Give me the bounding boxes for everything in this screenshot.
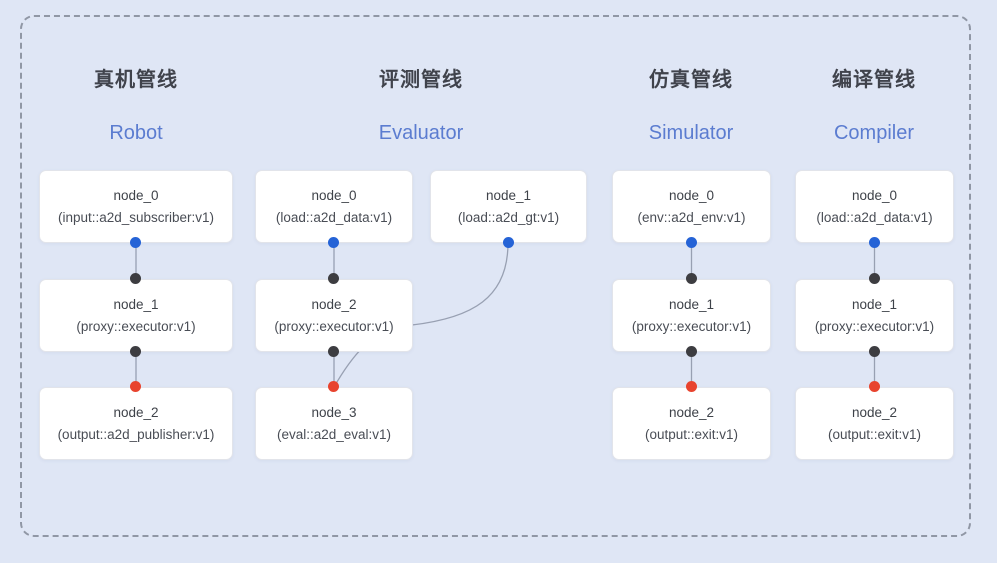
node-card-compiler-node0: node_0 (load::a2d_data:v1) — [795, 170, 954, 243]
pipeline-title-en-simulator: Simulator — [648, 122, 734, 144]
port-dot-sink-icon — [328, 381, 339, 392]
node-type: (proxy::executor:v1) — [631, 319, 752, 334]
port-dot-sink-icon — [686, 381, 697, 392]
node-type: (load::a2d_data:v1) — [816, 210, 933, 225]
port-dot-output-icon — [686, 237, 697, 248]
dashed-border-frame — [20, 15, 971, 537]
port-dot-sink-icon — [130, 381, 141, 392]
pipeline-title-en-evaluator: Evaluator — [378, 122, 464, 144]
port-dot-output-icon — [503, 237, 514, 248]
port-dot-input-icon — [869, 273, 880, 284]
node-type: (proxy::executor:v1) — [814, 319, 935, 334]
node-name: node_0 — [113, 188, 159, 203]
node-card-evaluator-node2: node_2 (proxy::executor:v1) — [255, 279, 413, 352]
node-type: (output::exit:v1) — [644, 427, 739, 442]
port-dot-output-icon — [686, 346, 697, 357]
pipeline-title-zh-robot: 真机管线 — [94, 69, 178, 91]
port-dot-output-icon — [328, 237, 339, 248]
port-dot-output-icon — [869, 237, 880, 248]
node-name: node_2 — [668, 405, 715, 420]
node-name: node_1 — [851, 297, 898, 312]
node-card-simulator-node0: node_0 (env::a2d_env:v1) — [612, 170, 771, 243]
node-name: node_2 — [311, 297, 357, 312]
node-card-robot-node1: node_1 (proxy::executor:v1) — [39, 279, 233, 352]
node-name: node_0 — [851, 188, 898, 203]
node-type: (load::a2d_data:v1) — [275, 210, 393, 225]
port-dot-output-icon — [130, 237, 141, 248]
node-type: (proxy::executor:v1) — [274, 319, 394, 334]
port-dot-sink-icon — [869, 381, 880, 392]
node-card-evaluator-node0: node_0 (load::a2d_data:v1) — [255, 170, 413, 243]
node-card-robot-node2: node_2 (output::a2d_publisher:v1) — [39, 387, 233, 460]
port-dot-output-icon — [130, 346, 141, 357]
node-type: (proxy::executor:v1) — [76, 319, 196, 334]
pipeline-title-en-robot: Robot — [109, 122, 163, 144]
node-name: node_1 — [113, 297, 159, 312]
node-name: node_1 — [668, 297, 715, 312]
node-card-simulator-node1: node_1 (proxy::executor:v1) — [612, 279, 771, 352]
node-type: (output::exit:v1) — [827, 427, 922, 442]
node-name: node_3 — [311, 405, 357, 420]
node-name: node_2 — [113, 405, 159, 420]
node-card-evaluator-node1: node_1 (load::a2d_gt:v1) — [430, 170, 587, 243]
port-dot-input-icon — [328, 273, 339, 284]
pipeline-title-zh-simulator: 仿真管线 — [649, 69, 733, 91]
node-type: (eval::a2d_eval:v1) — [276, 427, 392, 442]
node-card-evaluator-node3: node_3 (eval::a2d_eval:v1) — [255, 387, 413, 460]
port-dot-input-icon — [686, 273, 697, 284]
node-type: (env::a2d_env:v1) — [637, 210, 746, 225]
port-dot-output-icon — [328, 346, 339, 357]
node-card-robot-node0: node_0 (input::a2d_subscriber:v1) — [39, 170, 233, 243]
port-dot-input-icon — [130, 273, 141, 284]
pipeline-title-en-compiler: Compiler — [833, 122, 915, 144]
node-type: (input::a2d_subscriber:v1) — [57, 210, 215, 225]
node-name: node_2 — [851, 405, 898, 420]
node-card-compiler-node2: node_2 (output::exit:v1) — [795, 387, 954, 460]
port-dot-output-icon — [869, 346, 880, 357]
node-card-simulator-node2: node_2 (output::exit:v1) — [612, 387, 771, 460]
pipeline-title-zh-evaluator: 评测管线 — [379, 69, 463, 91]
node-name: node_0 — [311, 188, 357, 203]
node-card-compiler-node1: node_1 (proxy::executor:v1) — [795, 279, 954, 352]
node-name: node_1 — [485, 188, 532, 203]
node-type: (load::a2d_gt:v1) — [457, 210, 560, 225]
node-type: (output::a2d_publisher:v1) — [57, 427, 215, 442]
node-name: node_0 — [668, 188, 715, 203]
pipeline-title-zh-compiler: 编译管线 — [832, 69, 916, 91]
